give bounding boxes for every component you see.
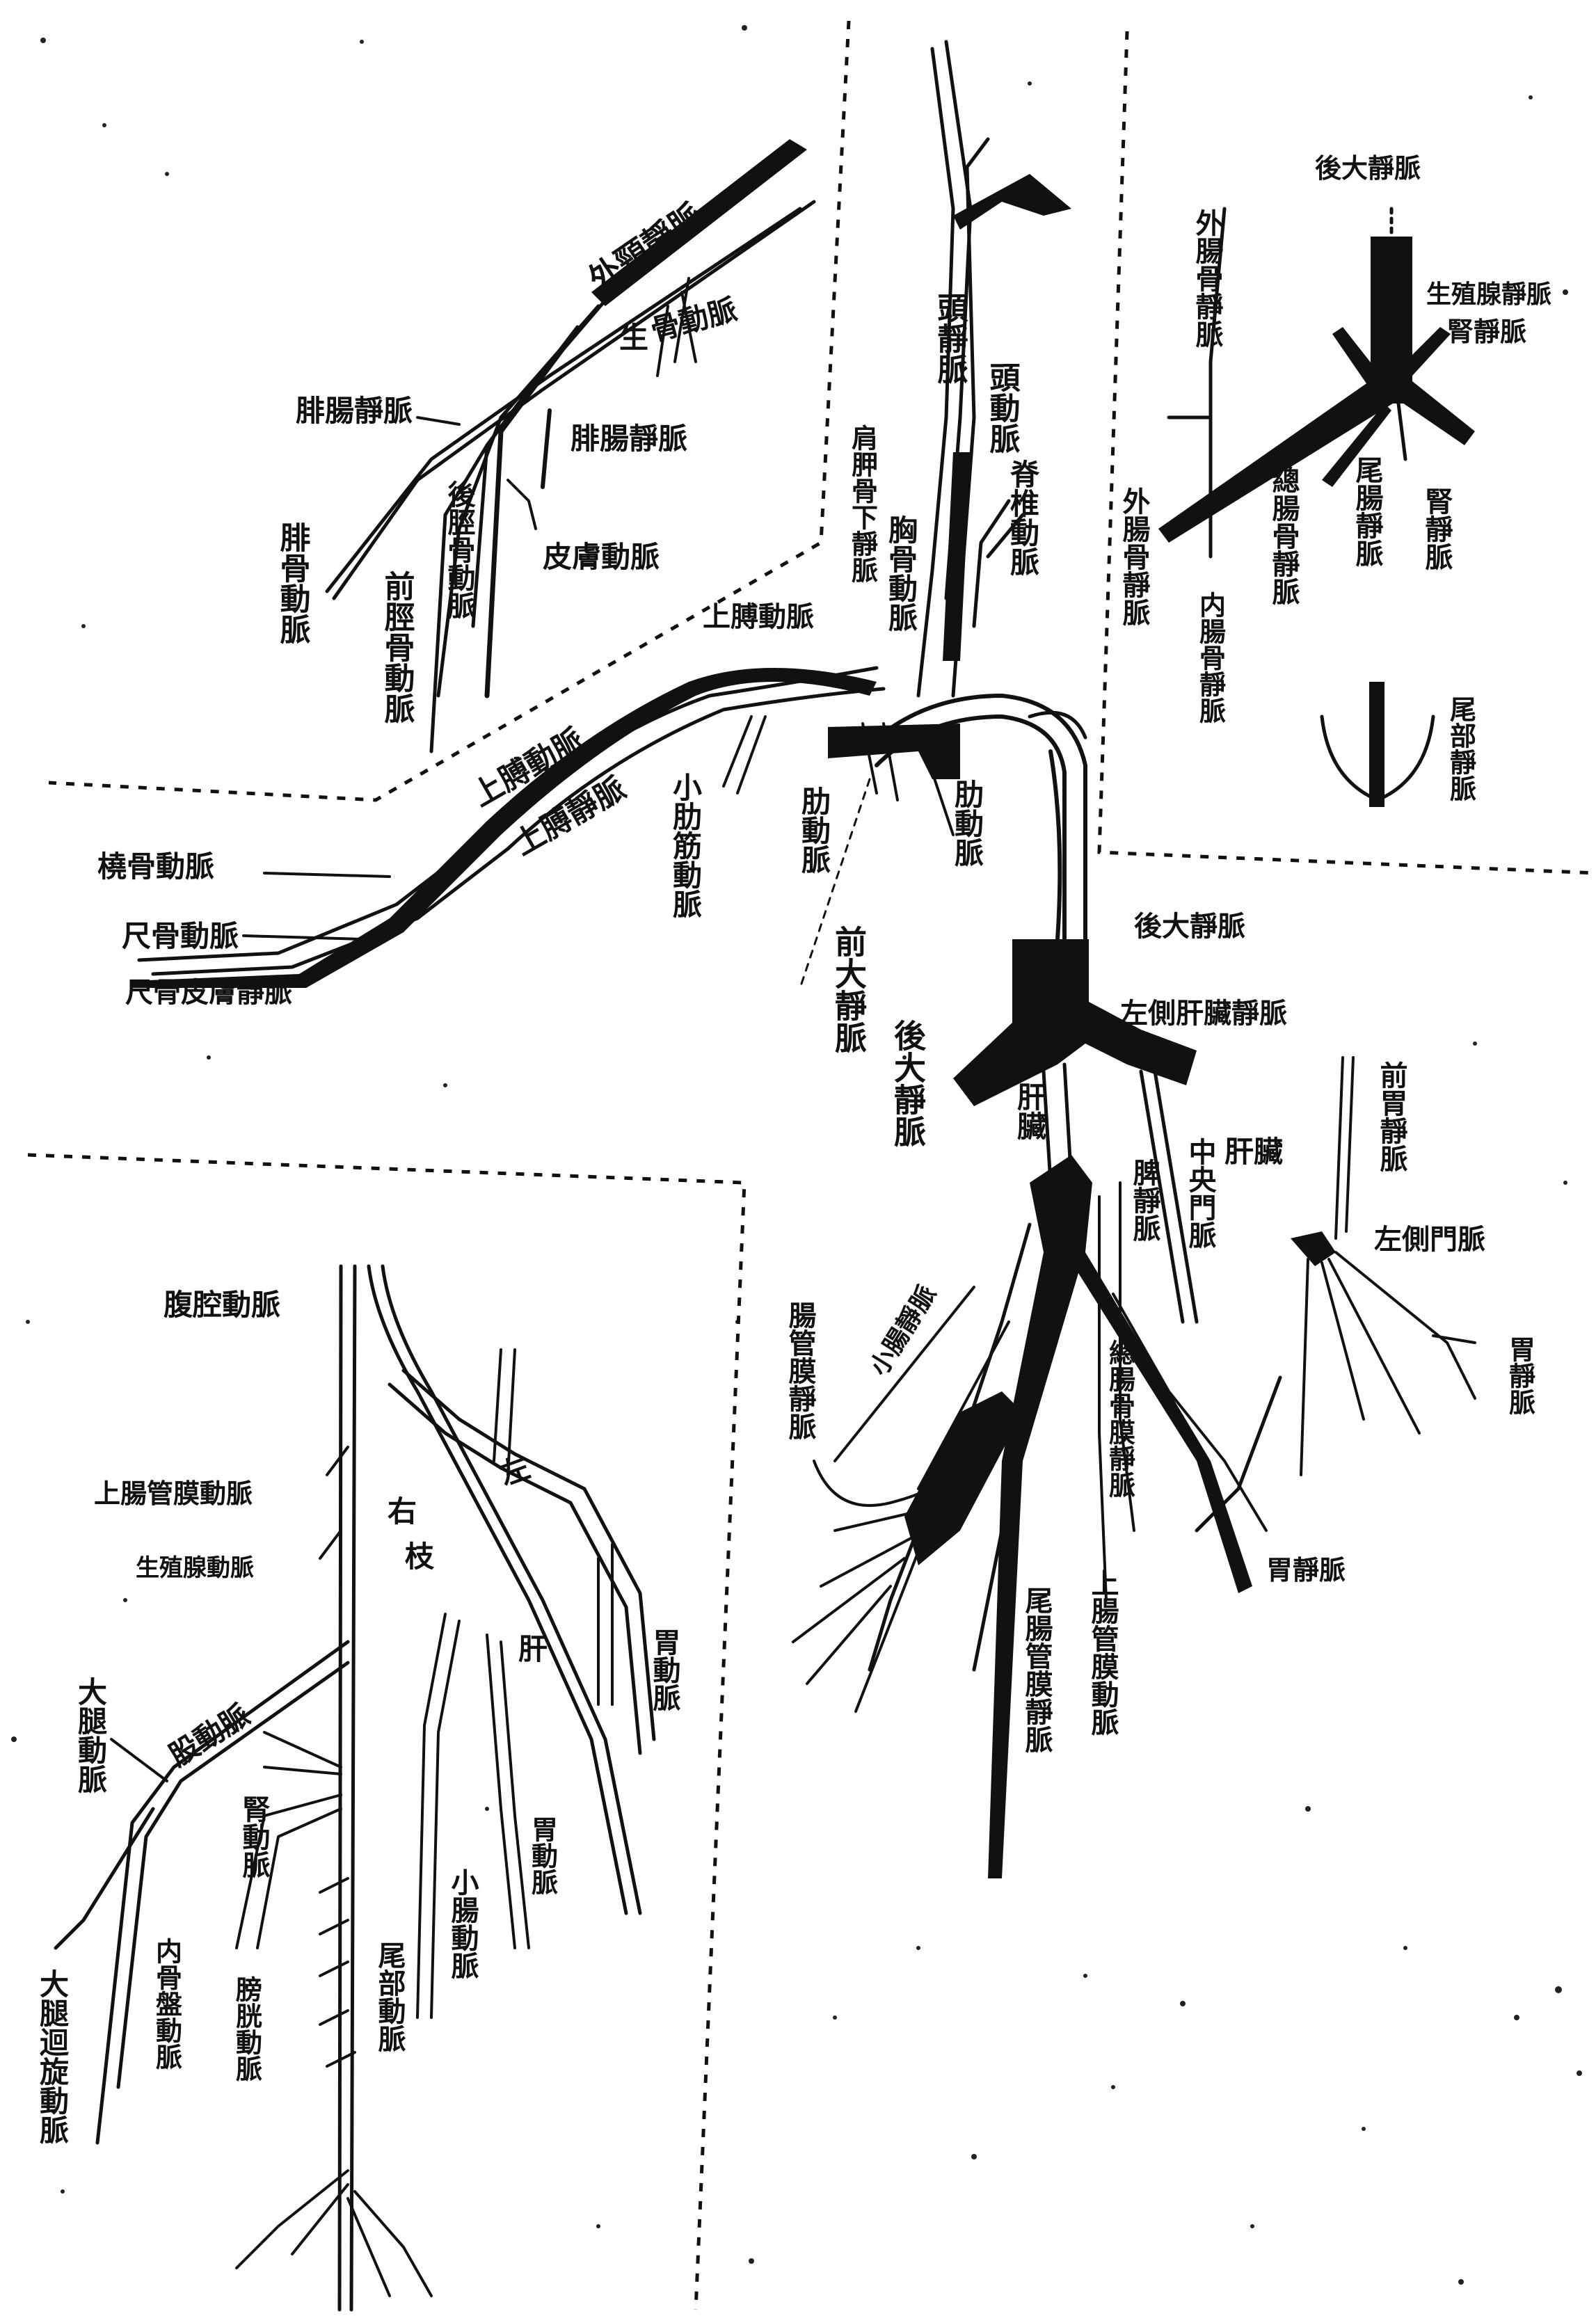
label-pifudongmai: 皮膚動脈	[543, 540, 660, 574]
label-houjinggudongmai: 後脛骨動脈	[443, 480, 476, 619]
label-shangchang: 上腸管膜動脈	[1087, 1569, 1119, 1736]
label-neichanggu: 内腸骨靜脈	[1195, 591, 1227, 724]
label-shenjingmai: 腎靜脈	[1447, 316, 1526, 347]
label-shendongmai: 腎動脈	[238, 1795, 271, 1878]
heart-aorta-shape	[828, 724, 960, 779]
label-ganzang: 肝臟	[1013, 1082, 1047, 1141]
label-weidongmai2: 胃動脈	[527, 1816, 559, 1896]
label-leidongmai2: 肋動脈	[950, 779, 984, 867]
label-zhi: 枝	[401, 1541, 435, 1570]
label-zuo: 左	[495, 1450, 534, 1492]
label-weijingmai2: 胃靜脈	[1266, 1554, 1346, 1586]
label-zhongyang: 中央門脈	[1184, 1137, 1217, 1249]
label-shangbidongmai: 上膊動脈	[703, 600, 814, 633]
label-weichangjingmai: 尾腸靜脈	[1351, 456, 1384, 567]
label-you: 右	[383, 1496, 417, 1525]
label-xiaochang: 小腸靜脈	[864, 1280, 942, 1380]
label-pangguang: 膀胱動脈	[232, 1976, 263, 2082]
label-shengzhixian: 生殖腺動脈	[136, 1554, 254, 1582]
label-xiaochangdongmai: 小腸動脈	[447, 1868, 479, 1979]
label-leidongmai1: 肋動脈	[797, 786, 831, 874]
labels: 外頸靜脈 生 骨動脈 腓腸靜脈 腓腸靜脈 腓骨動脈 前脛骨動脈 後脛骨動脈 皮膚…	[35, 152, 1552, 2144]
label-houdajingmai: 後大靜脈	[1315, 152, 1421, 184]
label-shengwu: 生	[619, 321, 648, 355]
label-fuqiangdongmai: 腹腔動脈	[163, 1288, 280, 1322]
label-dahuixuan: 大腿迴旋動脈	[35, 1969, 70, 2144]
label-toudongmai: 頭動脈	[984, 362, 1021, 454]
label-shangchangmo: 上腸管膜動脈	[94, 1478, 253, 1509]
label-dabei: 大腿動脈	[74, 1677, 108, 1794]
label-qianweijingmai: 前胃靜脈	[1375, 1061, 1408, 1172]
label-shen: 腎靜脈	[1421, 487, 1453, 570]
label-zongchanggu: 總腸骨靜脈	[1268, 466, 1300, 605]
label-houda: 後大靜脈	[889, 1019, 927, 1148]
label-zongchangguo: 總腸骨膜靜脈	[1105, 1339, 1136, 1499]
label-feichangjingmai1: 腓腸靜脈	[296, 394, 413, 428]
label-jizhudongmai: 脊椎動脈	[1006, 459, 1040, 576]
label-waichanggu: 外腸骨靜脈	[1191, 209, 1224, 348]
label-ganzang2: 肝臟	[1224, 1135, 1283, 1169]
label-jianjiagu: 肩胛骨下靜脈	[847, 424, 879, 584]
label-xiaolejindongmai: 小肋筋動脈	[669, 772, 703, 918]
scan-speckles	[11, 25, 1582, 2285]
label-waichangu2: 外腸骨靜脈	[1118, 487, 1151, 626]
tail-vein-shape	[1369, 682, 1384, 807]
label-weibujingmai: 尾部靜脈	[1446, 696, 1477, 802]
label-changguoxi: 腸管膜靜脈	[784, 1301, 817, 1440]
label-shengzhi: 生殖腺靜脈	[1426, 280, 1551, 309]
renal-vein-right-shape	[1398, 376, 1475, 445]
label-weidongmai: 胃動脈	[648, 1628, 681, 1711]
label-naogudongmai: 橈骨動脈	[97, 849, 214, 884]
label-zuocemenmai: 左側門脈	[1374, 1223, 1485, 1256]
label-weichang: 尾腸管膜靜脈	[1021, 1586, 1053, 1753]
label-chigudongmai: 尺骨動脈	[122, 919, 239, 953]
abdominal-arteries	[56, 1266, 654, 2310]
subclavian-shape	[943, 452, 971, 661]
label-qianjingudongmai: 前脛骨動脈	[379, 570, 415, 724]
label-neigu: 内骨盤動脈	[152, 1938, 183, 2070]
label-xiongguang: 胸骨動脈	[884, 515, 918, 632]
label-rc-houdajingmai: 後大靜脈	[1134, 910, 1245, 943]
label-weijingmai: 胃靜脈	[1505, 1336, 1536, 1416]
label-pijingmai: 脾靜脈	[1128, 1158, 1161, 1242]
label-toujingmai: 頭靜脈	[932, 292, 968, 385]
label-feichangjingmai2: 腓腸靜脈	[570, 422, 687, 456]
label-feigudongmai: 腓骨動脈	[275, 522, 311, 645]
label-zuocegan: 左側肝臟靜脈	[1120, 997, 1287, 1030]
label-qianda: 前大靜脈	[830, 925, 868, 1054]
label-weibudongmai: 尾部動脈	[374, 1941, 406, 2052]
label-gan: 肝	[518, 1632, 548, 1666]
label-chigupi: 尺骨皮膚靜脈	[125, 976, 292, 1009]
